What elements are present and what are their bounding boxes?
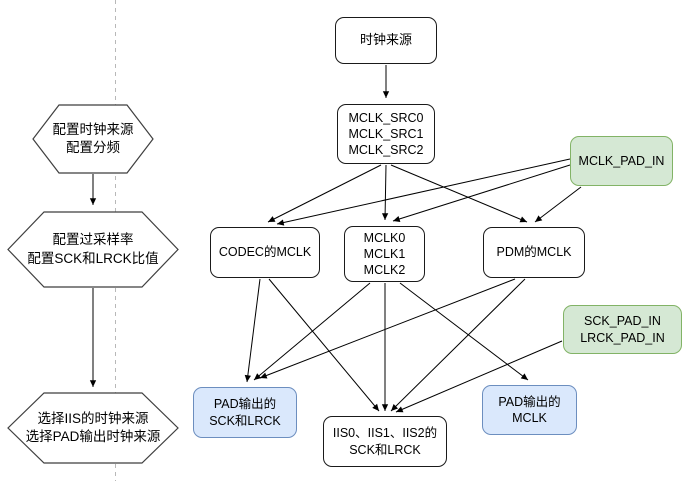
edge-codec_mclk-to-pad_out_sck_lrck — [244, 278, 261, 383]
hexagon-shape — [32, 104, 154, 174]
flow-step-label: 选择IIS的时钟来源 选择PAD输出时钟来源 — [25, 410, 161, 444]
flow-step-configure-clock-source: 配置时钟来源 配置分频 — [32, 104, 154, 174]
node-iis-sck-lrck: IIS0、IIS1、IIS2的 SCK和LRCK — [323, 416, 447, 467]
edge-mclk012-to-pad_out_sck_lrck — [253, 282, 371, 381]
node-mclk-src: MCLK_SRC0 MCLK_SRC1 MCLK_SRC2 — [337, 104, 435, 164]
edge-mclk_pad_in-to-mclk012 — [392, 164, 571, 222]
edge-pdm_mclk-to-pad_out_sck_lrck — [259, 278, 516, 379]
edge-mclk_pad_in-to-pdm_mclk — [534, 186, 582, 223]
hexagon-shape — [7, 392, 179, 464]
edge-pdm_mclk-to-iis_sck_lrck — [390, 278, 526, 412]
edge-mclk_src-to-mclk012 — [381, 164, 389, 221]
flow-step-label: 配置时钟来源 配置分频 — [52, 121, 134, 155]
node-clock-source: 时钟来源 — [335, 17, 437, 64]
node-pad-out-sck-lrck: PAD输出的 SCK和LRCK — [193, 387, 297, 438]
node-codec-mclk: CODEC的MCLK — [210, 227, 320, 278]
edge-codec_mclk-to-iis_sck_lrck — [268, 278, 380, 412]
node-pdm-mclk: PDM的MCLK — [483, 227, 585, 278]
flow-step-configure-oversample: 配置过采样率 配置SCK和LRCK比值 — [7, 211, 179, 288]
edge-mclk_pad_in-to-codec_mclk — [276, 158, 571, 226]
node-sck-lrck-pad-in: SCK_PAD_IN LRCK_PAD_IN — [563, 305, 682, 354]
edge-mclk012-to-pad_out_mclk — [399, 282, 529, 381]
edge-mclk_src-to-pdm_mclk — [390, 164, 528, 223]
node-mclk-pad-in: MCLK_PAD_IN — [570, 136, 673, 186]
edge-mclk_src-to-codec_mclk — [267, 164, 382, 223]
flow-step-label: 配置过采样率 配置SCK和LRCK比值 — [27, 232, 159, 266]
node-pad-out-mclk: PAD输出的 MCLK — [482, 385, 577, 435]
edge-sck_lrck_pad_in-to-iis_sck_lrck — [395, 340, 563, 413]
flow-step-select-clock-source: 选择IIS的时钟来源 选择PAD输出时钟来源 — [7, 392, 179, 464]
node-mclk012: MCLK0 MCLK1 MCLK2 — [344, 226, 425, 282]
hexagon-shape — [7, 211, 179, 288]
